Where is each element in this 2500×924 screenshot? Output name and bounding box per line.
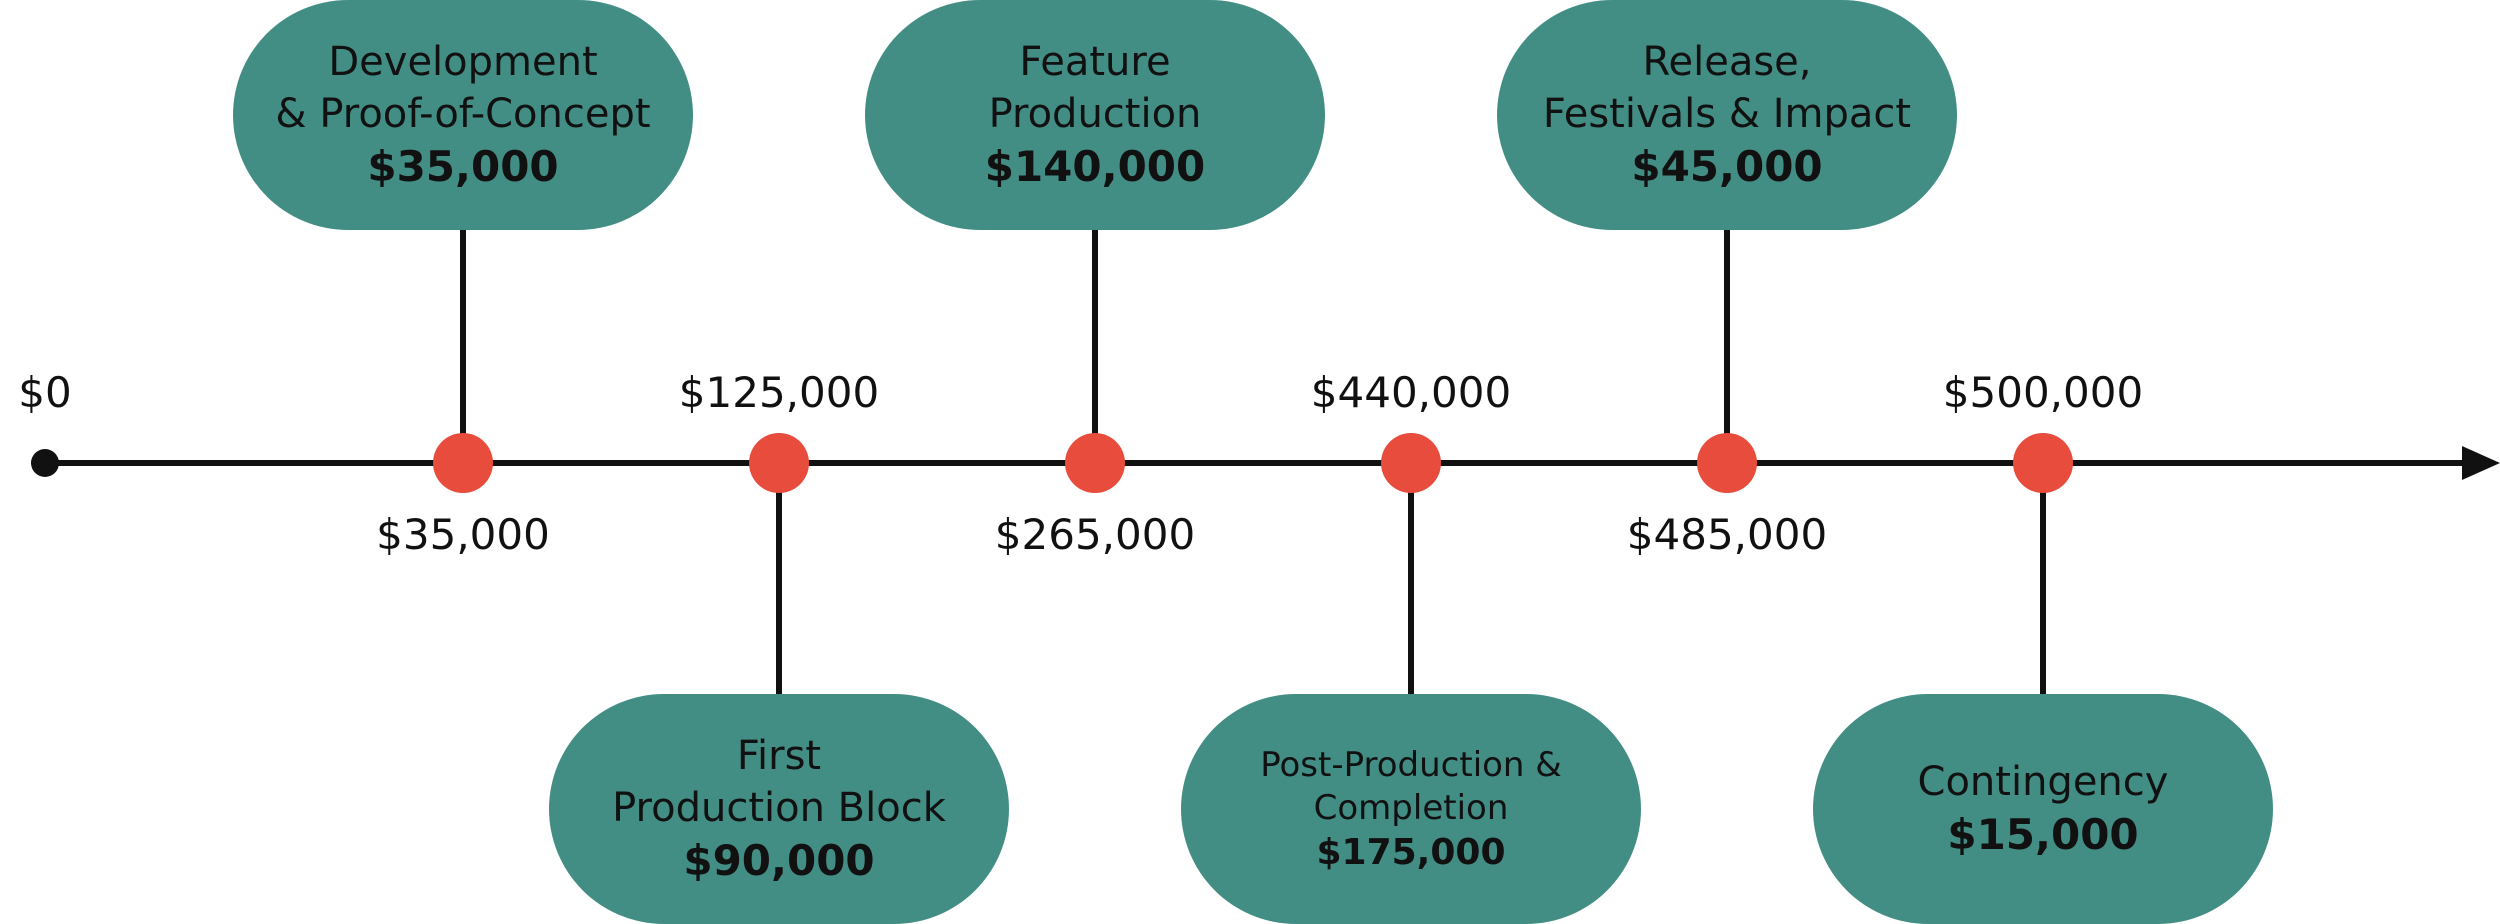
- cumulative-amount-label: $265,000: [994, 510, 1196, 559]
- cumulative-amount-label: $500,000: [1942, 368, 2144, 417]
- stage-amount: $175,000: [1316, 831, 1506, 873]
- milestone-dot: [749, 433, 809, 493]
- stage-name-line: Release,: [1642, 39, 1812, 85]
- stage-amount: $140,000: [984, 142, 1206, 191]
- stage-pill: Development & Proof-of-Concept $35,000: [233, 0, 693, 230]
- milestone-dot: [1065, 433, 1125, 493]
- stage-connectors: [460, 230, 2046, 694]
- stage-pill: Release, Festivals & Impact $45,000: [1497, 0, 1957, 230]
- stage-name-line: & Proof-of-Concept: [275, 91, 651, 137]
- stage-name-line: Festivals & Impact: [1542, 91, 1912, 137]
- stage-amount: $90,000: [683, 836, 875, 885]
- timeline-start-dot: [31, 449, 59, 477]
- stage-name-line: Post-Production &: [1260, 744, 1562, 785]
- milestone-dot: [2013, 433, 2073, 493]
- stage-amount: $35,000: [367, 142, 559, 191]
- milestone-dot: [433, 433, 493, 493]
- timeline-arrow-head: [2462, 446, 2500, 480]
- stage-name-line: Feature: [1019, 39, 1171, 85]
- stage-name-line: Contingency: [1917, 759, 2169, 805]
- stage-name-line: Development: [328, 39, 598, 85]
- stage-name-line: Production: [988, 91, 1202, 137]
- stage-name-line: Production Block: [612, 785, 946, 831]
- stage-name-line: Completion: [1313, 787, 1509, 828]
- cumulative-amount-label: $125,000: [678, 368, 880, 417]
- milestone-dot: [1697, 433, 1757, 493]
- cumulative-amount-label: $440,000: [1310, 368, 1512, 417]
- stage-name-line: First: [736, 733, 822, 779]
- milestone-dots: [433, 433, 2073, 493]
- stage-pill: Post-Production &Completion$175,000: [1181, 694, 1641, 924]
- cumulative-amount-label: $35,000: [376, 510, 550, 559]
- milestone-dot: [1381, 433, 1441, 493]
- start-amount-label: $0: [18, 368, 72, 417]
- stage-pill: Contingency $15,000: [1813, 694, 2273, 924]
- cumulative-amount-label: $485,000: [1626, 510, 1828, 559]
- stage-amount: $45,000: [1631, 142, 1823, 191]
- stage-amount: $15,000: [1947, 810, 2139, 859]
